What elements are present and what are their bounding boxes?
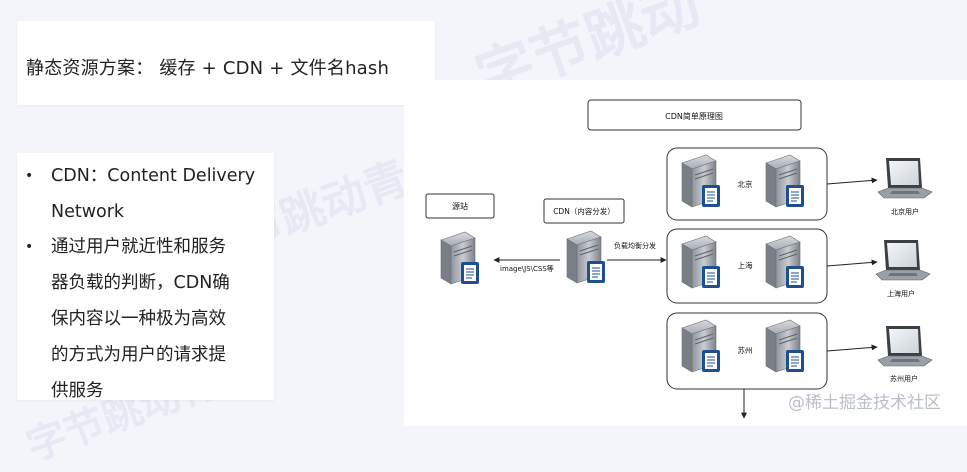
bullet-dot-icon: • — [25, 239, 34, 255]
bullet-line: 供服务 — [51, 381, 104, 401]
user-label: 北京用户 — [891, 207, 919, 216]
region-beijing: 北京 北京用户 — [666, 147, 933, 221]
server-icon — [765, 319, 805, 373]
user-label: 上海用户 — [887, 289, 915, 298]
bullet-card: • CDN：Content Delivery Network • 通过用户就近性… — [17, 153, 274, 401]
cdn-server-icon — [566, 230, 606, 284]
server-icon — [681, 154, 721, 208]
attribution-watermark: @稀土掘金技术社区 — [788, 393, 941, 413]
user-label: 苏州用户 — [890, 374, 918, 383]
bullet-line: CDN：Content Delivery — [51, 166, 256, 186]
bullet-line: 保内容以一种极为高效 — [51, 309, 226, 329]
region-name: 苏州 — [738, 345, 753, 355]
diagram-title: CDN简单原理图 — [665, 111, 723, 121]
region-name: 上海 — [738, 260, 753, 270]
origin-box — [425, 193, 495, 219]
diagram-title-box — [587, 99, 802, 131]
cdn-diagram: CDN简单原理图 源站 CDN（内容分发） image\JS\CSS等 负载均衡… — [404, 80, 967, 426]
region-suzhou: 苏州 苏州用户 — [666, 312, 933, 390]
bullet-line: 通过用户就近性和服务 — [51, 237, 226, 257]
bullet-dot-icon: • — [25, 168, 34, 184]
origin-label: 源站 — [452, 201, 468, 211]
region-name: 北京 — [738, 179, 753, 189]
bullet-line: 器负载的判断，CDN确 — [51, 273, 230, 293]
laptop-icon — [875, 239, 931, 281]
server-icon — [681, 319, 721, 373]
title-card: 静态资源方案： 缓存 + CDN + 文件名hash — [17, 21, 435, 105]
cdn-box — [543, 198, 625, 224]
arrow-right-label: 负载均衡分发 — [614, 241, 656, 250]
server-icon — [765, 154, 805, 208]
server-icon — [681, 235, 721, 289]
origin-server-icon — [440, 231, 480, 285]
laptop-icon — [877, 157, 933, 199]
arrow-left-label: image\JS\CSS等 — [500, 264, 554, 273]
laptop-icon — [877, 325, 933, 367]
region-shanghai: 上海 上海用户 — [666, 228, 931, 304]
title-text: 静态资源方案： 缓存 + CDN + 文件名hash — [26, 58, 390, 79]
bullet-line: 的方式为用户的请求提 — [51, 345, 226, 365]
server-icon — [765, 235, 805, 289]
cdn-label: CDN（内容分发） — [553, 206, 615, 216]
bullet-line: Network — [51, 202, 125, 222]
